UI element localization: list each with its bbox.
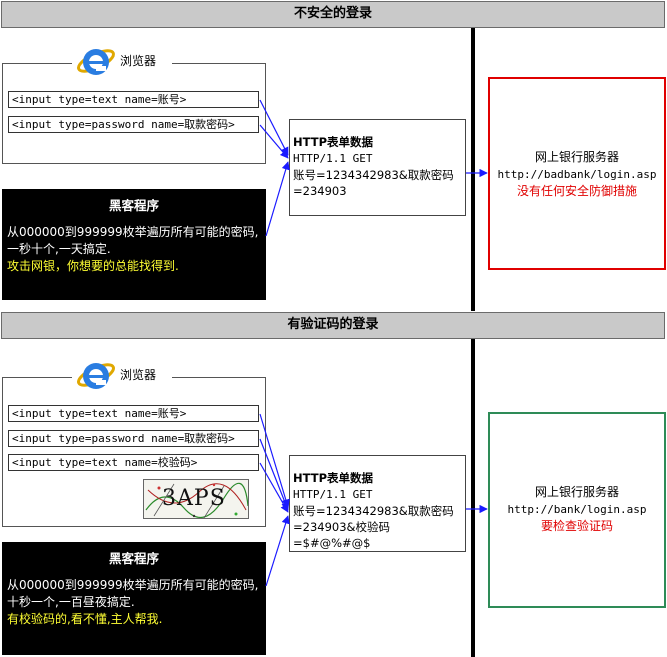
form-data-line: HTTP/1.1 GET <box>293 488 373 501</box>
browser-label: 浏览器 <box>120 368 157 382</box>
hacker-text: 从000000到999999枚举遍历所有可能的密码,十秒一个,一百昼夜搞定. <box>7 578 259 609</box>
form-data-line: HTTP/1.1 GET <box>293 152 373 165</box>
section-header-insecure: 不安全的登录 <box>1 1 665 28</box>
network-divider <box>471 339 475 657</box>
hacker-program-box: 黑客程序 从000000到999999枚举遍历所有可能的密码,一秒十个,一天搞定… <box>2 189 266 300</box>
hacker-title: 黑客程序 <box>108 198 159 213</box>
arrow-hacker-to-form <box>265 161 290 237</box>
username-input-markup: <input type=text name=账号> <box>8 405 259 422</box>
browser-label: 浏览器 <box>120 54 157 68</box>
arrow-captcha-to-form <box>259 462 289 513</box>
bank-server-box-secure: 网上银行服务器 http://bank/login.asp 要检查验证码 <box>488 412 666 608</box>
arrow-username-to-form <box>259 99 289 156</box>
browser-title-area: 浏览器 <box>72 38 172 84</box>
server-title: 网上银行服务器 <box>534 485 619 499</box>
captcha-noise <box>145 482 248 518</box>
captcha-input-markup: <input type=text name=校验码> <box>8 454 259 471</box>
captcha-image: 3APS <box>143 479 249 519</box>
hacker-highlight: 有校验码的,看不懂,主人帮我. <box>7 612 163 626</box>
form-data-title: HTTP表单数据 <box>293 135 374 149</box>
arrow-username-to-form <box>259 413 290 508</box>
server-url: http://badbank/login.asp <box>497 168 657 181</box>
captcha-text: 3APS <box>162 486 226 511</box>
password-input-markup: <input type=password name=取款密码> <box>8 116 259 133</box>
arrow-password-to-form <box>259 438 290 511</box>
ie-browser-icon <box>77 49 115 75</box>
server-title: 网上银行服务器 <box>534 150 619 164</box>
password-input-markup: <input type=password name=取款密码> <box>8 430 259 447</box>
form-data-line: 账号=1234342983&取款密码 <box>293 168 454 182</box>
network-divider <box>471 28 475 311</box>
hacker-title: 黑客程序 <box>108 551 159 566</box>
hacker-program-box: 黑客程序 从000000到999999枚举遍历所有可能的密码,十秒一个,一百昼夜… <box>2 542 266 655</box>
form-data-line: =234903 <box>293 184 347 198</box>
http-form-data-box: HTTP表单数据 HTTP/1.1 GET 账号=1234342983&取款密码… <box>289 119 466 216</box>
form-data-line: 账号=1234342983&取款密码 <box>293 504 454 518</box>
arrow-hacker-to-form <box>265 515 290 587</box>
username-input-markup: <input type=text name=账号> <box>8 91 259 108</box>
browser-title-area: 浏览器 <box>72 352 172 398</box>
bank-server-box-insecure: 网上银行服务器 http://badbank/login.asp 没有任何安全防… <box>488 77 666 270</box>
http-form-data-box: HTTP表单数据 HTTP/1.1 GET 账号=1234342983&取款密码… <box>289 455 466 552</box>
browser-window <box>2 63 266 164</box>
arrow-password-to-form <box>259 124 289 159</box>
server-url: http://bank/login.asp <box>507 503 647 516</box>
ie-browser-icon <box>77 363 115 389</box>
form-data-line: =234903&校验码=$#@%#@$ <box>293 520 391 550</box>
form-data-title: HTTP表单数据 <box>293 471 374 485</box>
hacker-text: 从000000到999999枚举遍历所有可能的密码,一秒十个,一天搞定. <box>7 225 259 256</box>
server-note: 没有任何安全防御措施 <box>516 184 637 198</box>
section-header-captcha: 有验证码的登录 <box>1 312 665 339</box>
server-note: 要检查验证码 <box>540 519 613 533</box>
hacker-highlight: 攻击网银，你想要的总能找得到. <box>7 259 179 273</box>
